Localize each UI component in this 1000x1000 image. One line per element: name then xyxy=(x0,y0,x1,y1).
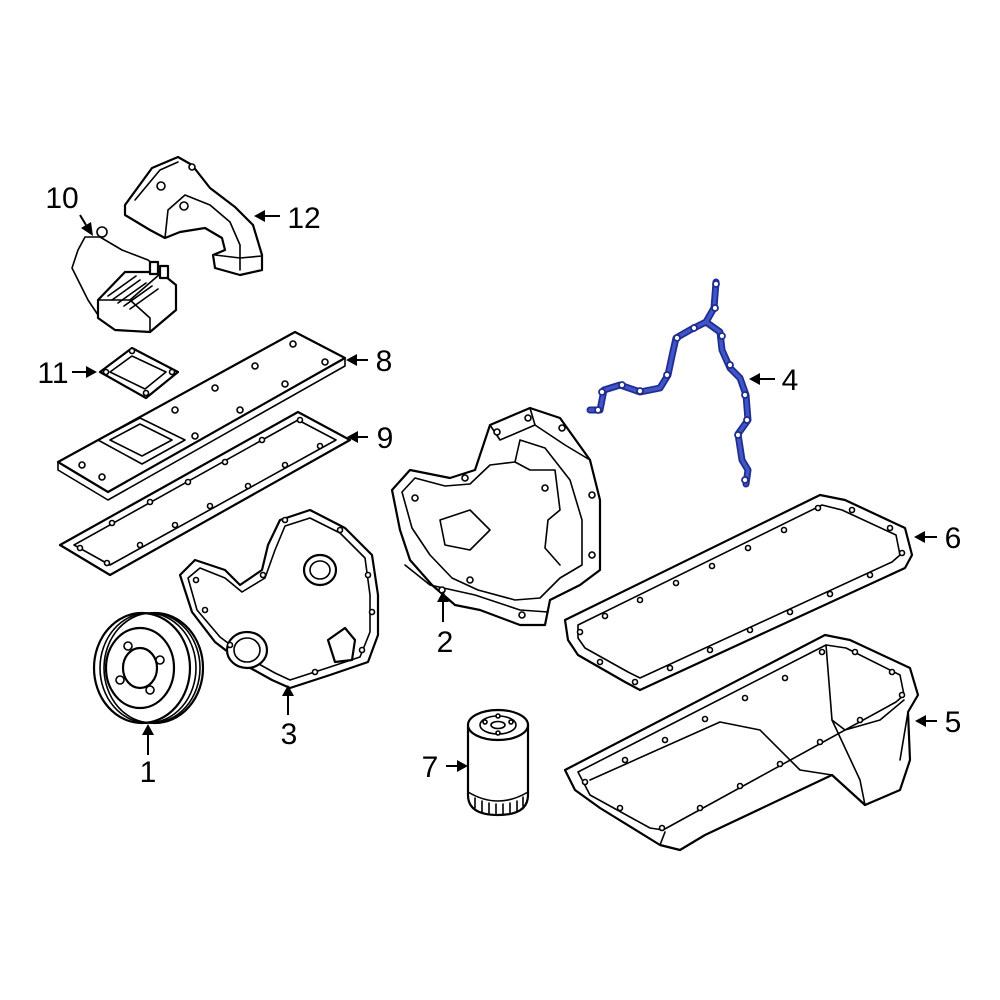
part-1-pulley[interactable] xyxy=(92,611,205,725)
part-9-intake-gasket[interactable] xyxy=(58,410,352,577)
part-5-oil-pan[interactable] xyxy=(563,633,920,852)
part-11-small-gasket[interactable] xyxy=(98,346,180,400)
callout-11[interactable]: 11 xyxy=(37,357,68,390)
part-6-oil-pan-gasket[interactable] xyxy=(563,493,914,692)
callout-9[interactable]: 9 xyxy=(377,422,394,455)
callout-12[interactable]: 12 xyxy=(287,202,320,235)
part-12-intake-elbow[interactable] xyxy=(123,155,264,277)
callout-4[interactable]: 4 xyxy=(782,364,799,397)
callout-10[interactable]: 10 xyxy=(45,182,78,215)
callout-6[interactable]: 6 xyxy=(945,522,962,555)
part-3-front-cover[interactable] xyxy=(178,508,380,690)
callout-labels: 1 2 3 4 5 6 7 8 9 10 11 12 xyxy=(37,182,961,789)
part-7-oil-filter[interactable] xyxy=(466,708,530,817)
callout-8[interactable]: 8 xyxy=(376,345,393,378)
part-8-intake-plate[interactable] xyxy=(56,330,347,501)
callout-1[interactable]: 1 xyxy=(140,756,157,789)
part-2-gear-housing[interactable] xyxy=(390,406,602,627)
callout-3[interactable]: 3 xyxy=(281,718,298,751)
callout-2[interactable]: 2 xyxy=(437,626,454,659)
callout-7[interactable]: 7 xyxy=(422,751,439,784)
leader-lines xyxy=(72,210,937,772)
part-4-cover-gasket[interactable] xyxy=(586,278,752,488)
part-10-grid-heater[interactable] xyxy=(71,226,178,334)
callout-5[interactable]: 5 xyxy=(945,706,962,739)
